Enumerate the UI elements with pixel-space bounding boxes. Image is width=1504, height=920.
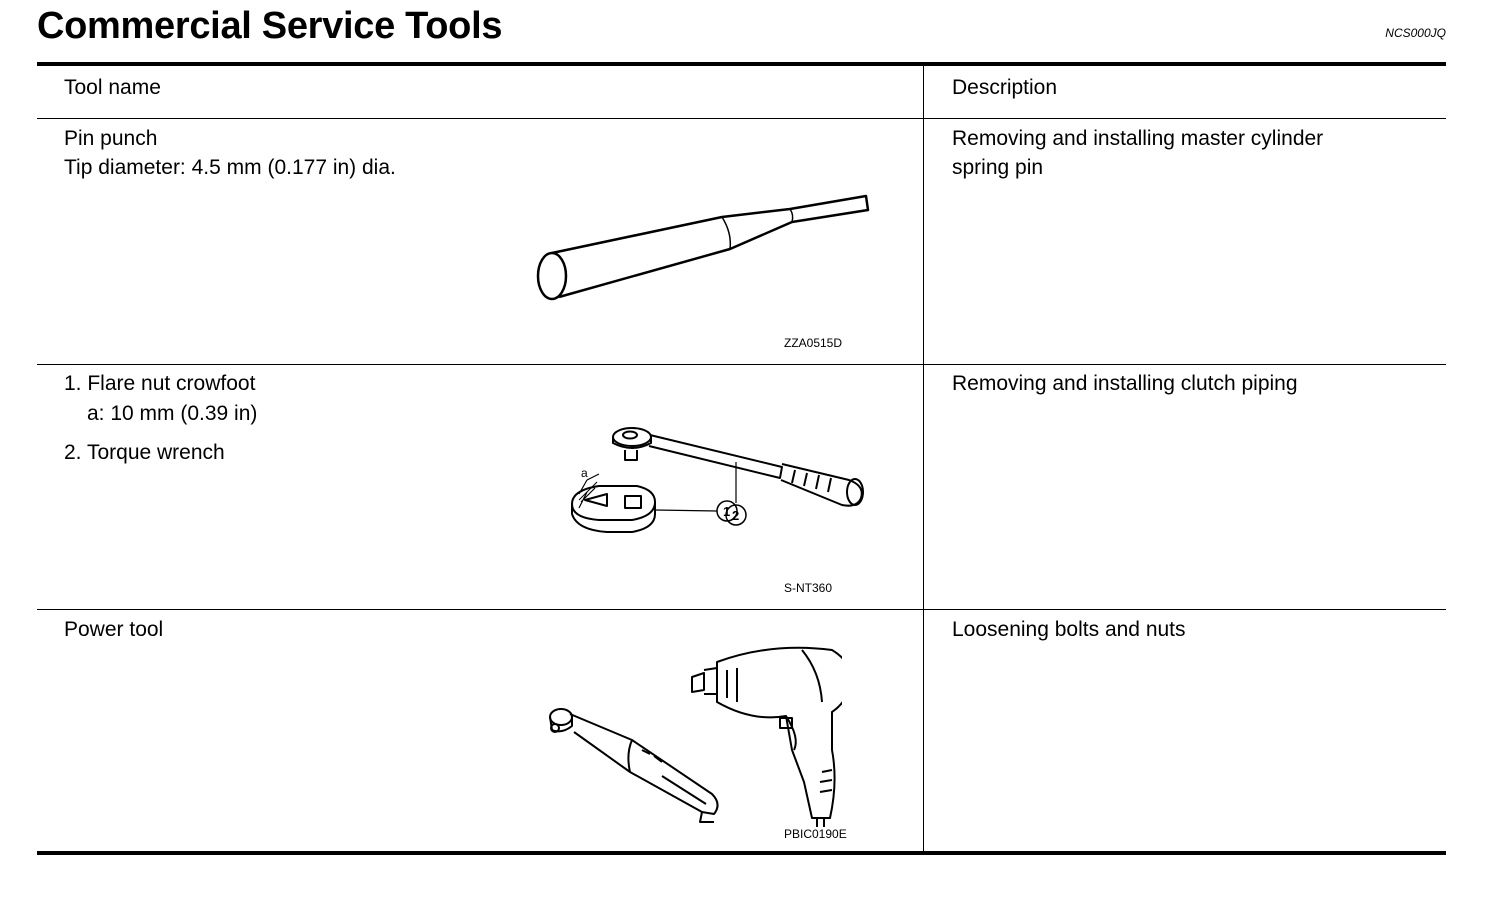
header-divider: [37, 118, 1446, 119]
callout-label-1: 1: [723, 504, 730, 519]
description-line: Loosening bolts and nuts: [952, 618, 1186, 641]
figure-code: ZZA0515D: [784, 336, 843, 350]
description-line: Removing and installing clutch piping: [952, 372, 1298, 395]
table-row-pin-punch-tool: Pin punch Tip diameter: 4.5 mm (0.177 in…: [64, 124, 396, 182]
table-row-pin-punch-description: Removing and installing master cylinder …: [952, 124, 1422, 182]
power-tool-icon: [549, 646, 842, 827]
table-top-border: [37, 62, 1446, 66]
tool-spec-line: Tip diameter: 4.5 mm (0.177 in) dia.: [64, 156, 396, 179]
header-tool-name: Tool name: [64, 76, 161, 99]
description-line: spring pin: [952, 156, 1044, 179]
flare-nut-crowfoot-torque-wrench-icon: a 1 2: [571, 427, 864, 533]
row-divider: [37, 609, 1446, 610]
pin-punch-icon: [536, 194, 870, 301]
tool-name-line: Power tool: [64, 618, 164, 641]
figure-code: S-NT360: [784, 581, 833, 595]
table-bottom-border: [37, 851, 1446, 855]
table-row-power-tool: Power tool: [64, 615, 163, 644]
row-divider: [37, 364, 1446, 365]
table-row-crowfoot-tool: 1. Flare nut crowfoot a: 10 mm (0.39 in)…: [64, 369, 257, 467]
tool-spec-line: a: 10 mm (0.39 in): [87, 402, 258, 425]
tool-name-line: Pin punch: [64, 127, 158, 150]
page-title: Commercial Service Tools: [37, 5, 503, 47]
table-row-power-tool-description: Loosening bolts and nuts: [952, 615, 1422, 644]
dimension-label-a: a: [581, 466, 588, 480]
header-description: Description: [952, 76, 1058, 99]
description-line: Removing and installing master cylinder: [952, 127, 1324, 150]
tool-name-line: 2. Torque wrench: [64, 441, 225, 464]
document-code: NCS000JQ: [1385, 26, 1446, 40]
tool-name-line: 1. Flare nut crowfoot: [64, 372, 256, 395]
figure-code: PBIC0190E: [784, 827, 847, 841]
table-row-crowfoot-description: Removing and installing clutch piping: [952, 369, 1422, 398]
column-divider: [923, 66, 924, 851]
callout-label-2: 2: [732, 508, 739, 523]
